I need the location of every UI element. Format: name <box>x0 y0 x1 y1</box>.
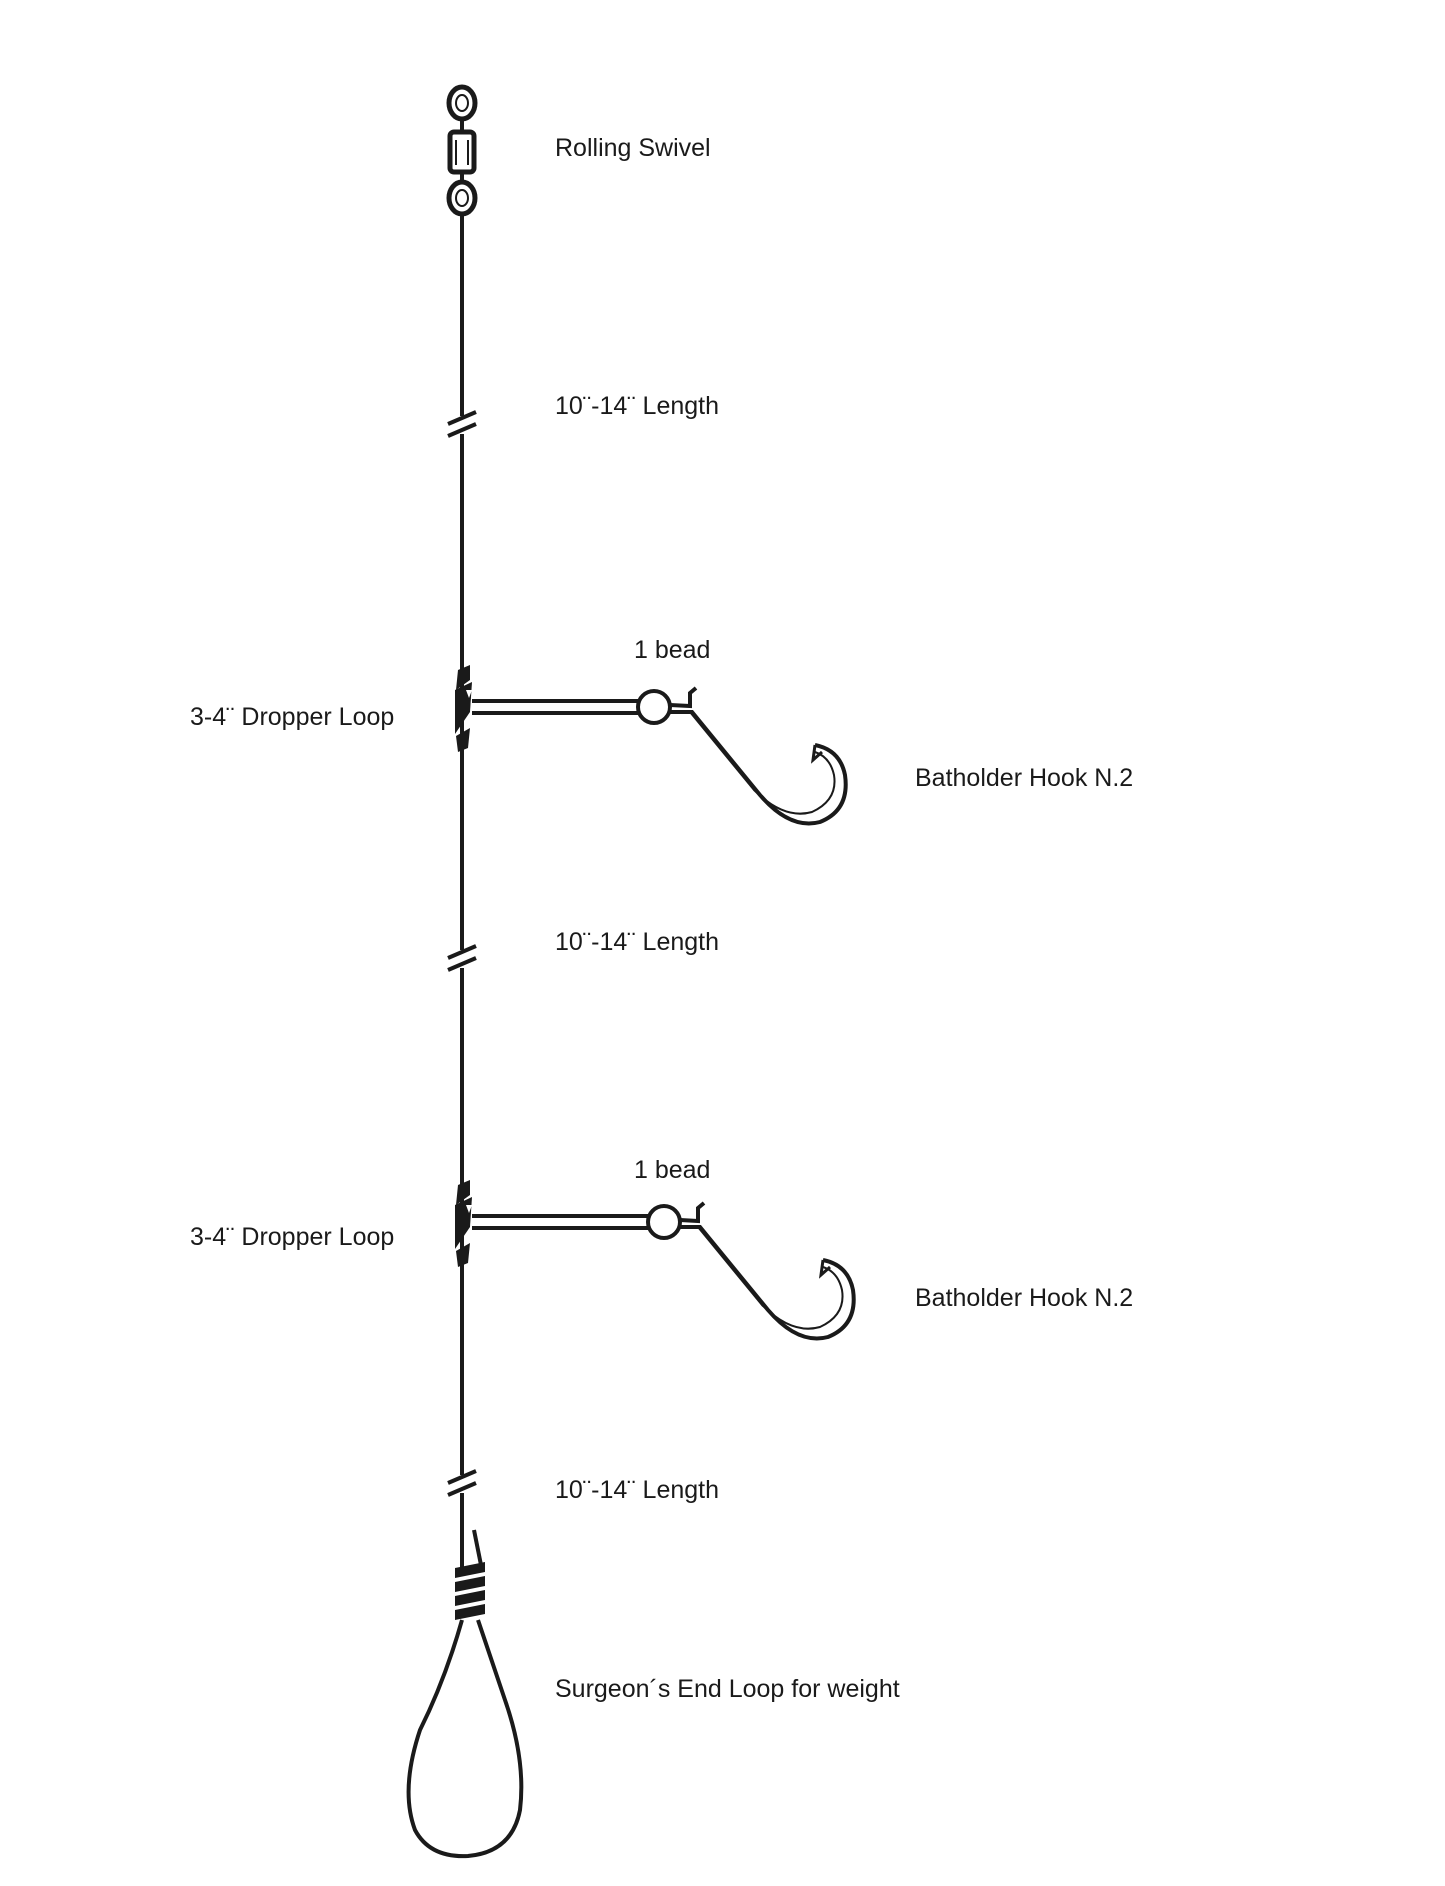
break-mark-bottom <box>447 1469 477 1497</box>
bead-label-1: 1 bead <box>634 636 711 664</box>
bead-label-2: 1 bead <box>634 1156 711 1184</box>
dropper-loop-2 <box>455 1180 472 1267</box>
rolling-swivel-label: Rolling Swivel <box>555 134 711 162</box>
bead-2-icon <box>646 1204 682 1240</box>
dropper-loop-1 <box>455 665 472 752</box>
rolling-swivel-icon <box>446 84 478 217</box>
end-loop-label: Surgeon´s End Loop for weight <box>555 1675 900 1703</box>
bead-1-icon <box>636 689 672 725</box>
dropper-leg-2 <box>472 1214 650 1230</box>
hook-label-1: Batholder Hook N.2 <box>915 764 1134 792</box>
hook-2-icon <box>679 1201 856 1341</box>
break-mark-top <box>447 410 477 438</box>
length-label-bottom: 10¨-14¨ Length <box>555 1476 720 1504</box>
surgeons-end-loop <box>406 1529 524 1859</box>
dropper-leg-1 <box>472 699 640 715</box>
length-label-middle: 10¨-14¨ Length <box>555 928 720 956</box>
break-mark-middle <box>447 944 477 972</box>
length-label-top: 10¨-14¨ Length <box>555 392 720 420</box>
dropper-loop-label-1: 3-4¨ Dropper Loop <box>190 703 395 731</box>
dropper-loop-label-2: 3-4¨ Dropper Loop <box>190 1223 395 1251</box>
hook-1-icon <box>669 686 848 826</box>
hook-label-2: Batholder Hook N.2 <box>915 1284 1134 1312</box>
